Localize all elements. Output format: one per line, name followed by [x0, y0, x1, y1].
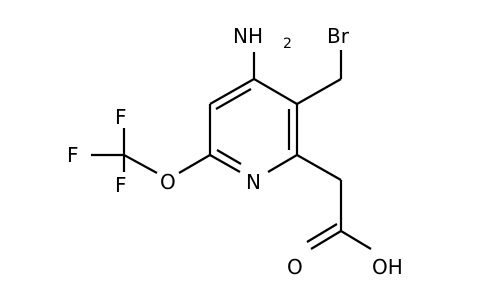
- bond-c4-c5-inner: [215, 88, 252, 110]
- fluorine-bottom-label: F: [115, 173, 127, 197]
- bond-c4-c5: [209, 78, 255, 105]
- ether-oxygen-label: O: [160, 170, 176, 194]
- fluorine-left-label: F: [67, 143, 79, 167]
- bond-c-o-double-2: [306, 223, 338, 243]
- atom-labels: NH 2 Br N O F F F O OH: [67, 24, 403, 279]
- amino-label: NH: [233, 24, 263, 48]
- pyridine-ring: [208, 78, 299, 173]
- hydroxyl-label: OH: [372, 255, 403, 279]
- bond-c3-ch2: [296, 78, 342, 105]
- bromine-label: Br: [327, 24, 350, 48]
- bond-c-oh: [340, 230, 372, 250]
- substituent-bonds: [91, 50, 372, 250]
- amino-subscript: 2: [283, 36, 292, 52]
- bond-o-cf3: [123, 154, 158, 174]
- bond-c3-c4: [253, 78, 298, 105]
- carbonyl-oxygen-label: O: [287, 255, 303, 279]
- bond-c6-n1-inner: [216, 149, 242, 165]
- fluorine-top-label: F: [115, 105, 127, 129]
- bond-c-o-double-1: [310, 230, 342, 250]
- bond-c6-n1: [209, 154, 241, 173]
- ring-nitrogen-label: N: [246, 170, 261, 194]
- bond-n1-c2: [267, 154, 298, 173]
- bond-c6-o: [178, 154, 211, 174]
- bond-c2-ch2: [296, 154, 342, 181]
